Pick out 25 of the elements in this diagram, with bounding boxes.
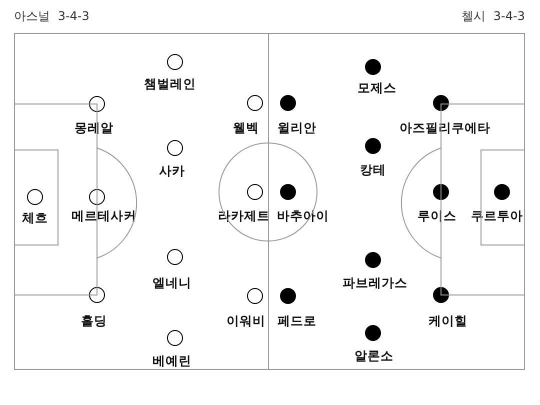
player-name: 모제스 — [358, 80, 396, 94]
player-name: 라카제트 — [218, 208, 270, 222]
player-name: 케이힐 — [428, 312, 468, 328]
player-name: 엘네니 — [152, 274, 192, 290]
player-name: 홀딩 — [81, 312, 107, 328]
player-name: 사카 — [159, 162, 185, 178]
player-name: 메르테사커 — [72, 208, 136, 222]
player-name: 아즈필리쿠에타 — [400, 120, 490, 134]
team-formation-label: 첼시 3-4-3 — [462, 8, 525, 25]
player-name: 이워비 — [226, 312, 266, 328]
half-field — [268, 33, 525, 370]
player-name: 웰벡 — [233, 120, 259, 134]
player-name: 쿠르투아 — [471, 208, 523, 222]
team-formation-label: 아스널 3-4-3 — [14, 8, 90, 25]
player-name: 알론소 — [354, 348, 394, 362]
player-name: 챔벌레인 — [144, 76, 196, 90]
player-name: 베예린 — [152, 352, 192, 368]
player-name: 체흐 — [22, 210, 48, 224]
player-name: 윌리안 — [278, 120, 316, 134]
player-name: 파브레가스 — [342, 274, 408, 290]
player-name: 페드로 — [278, 312, 316, 328]
half-field — [14, 33, 269, 370]
player-name: 바추아이 — [277, 208, 329, 222]
player-name: 몽레알 — [74, 120, 114, 134]
player-name: 캉테 — [360, 162, 386, 176]
